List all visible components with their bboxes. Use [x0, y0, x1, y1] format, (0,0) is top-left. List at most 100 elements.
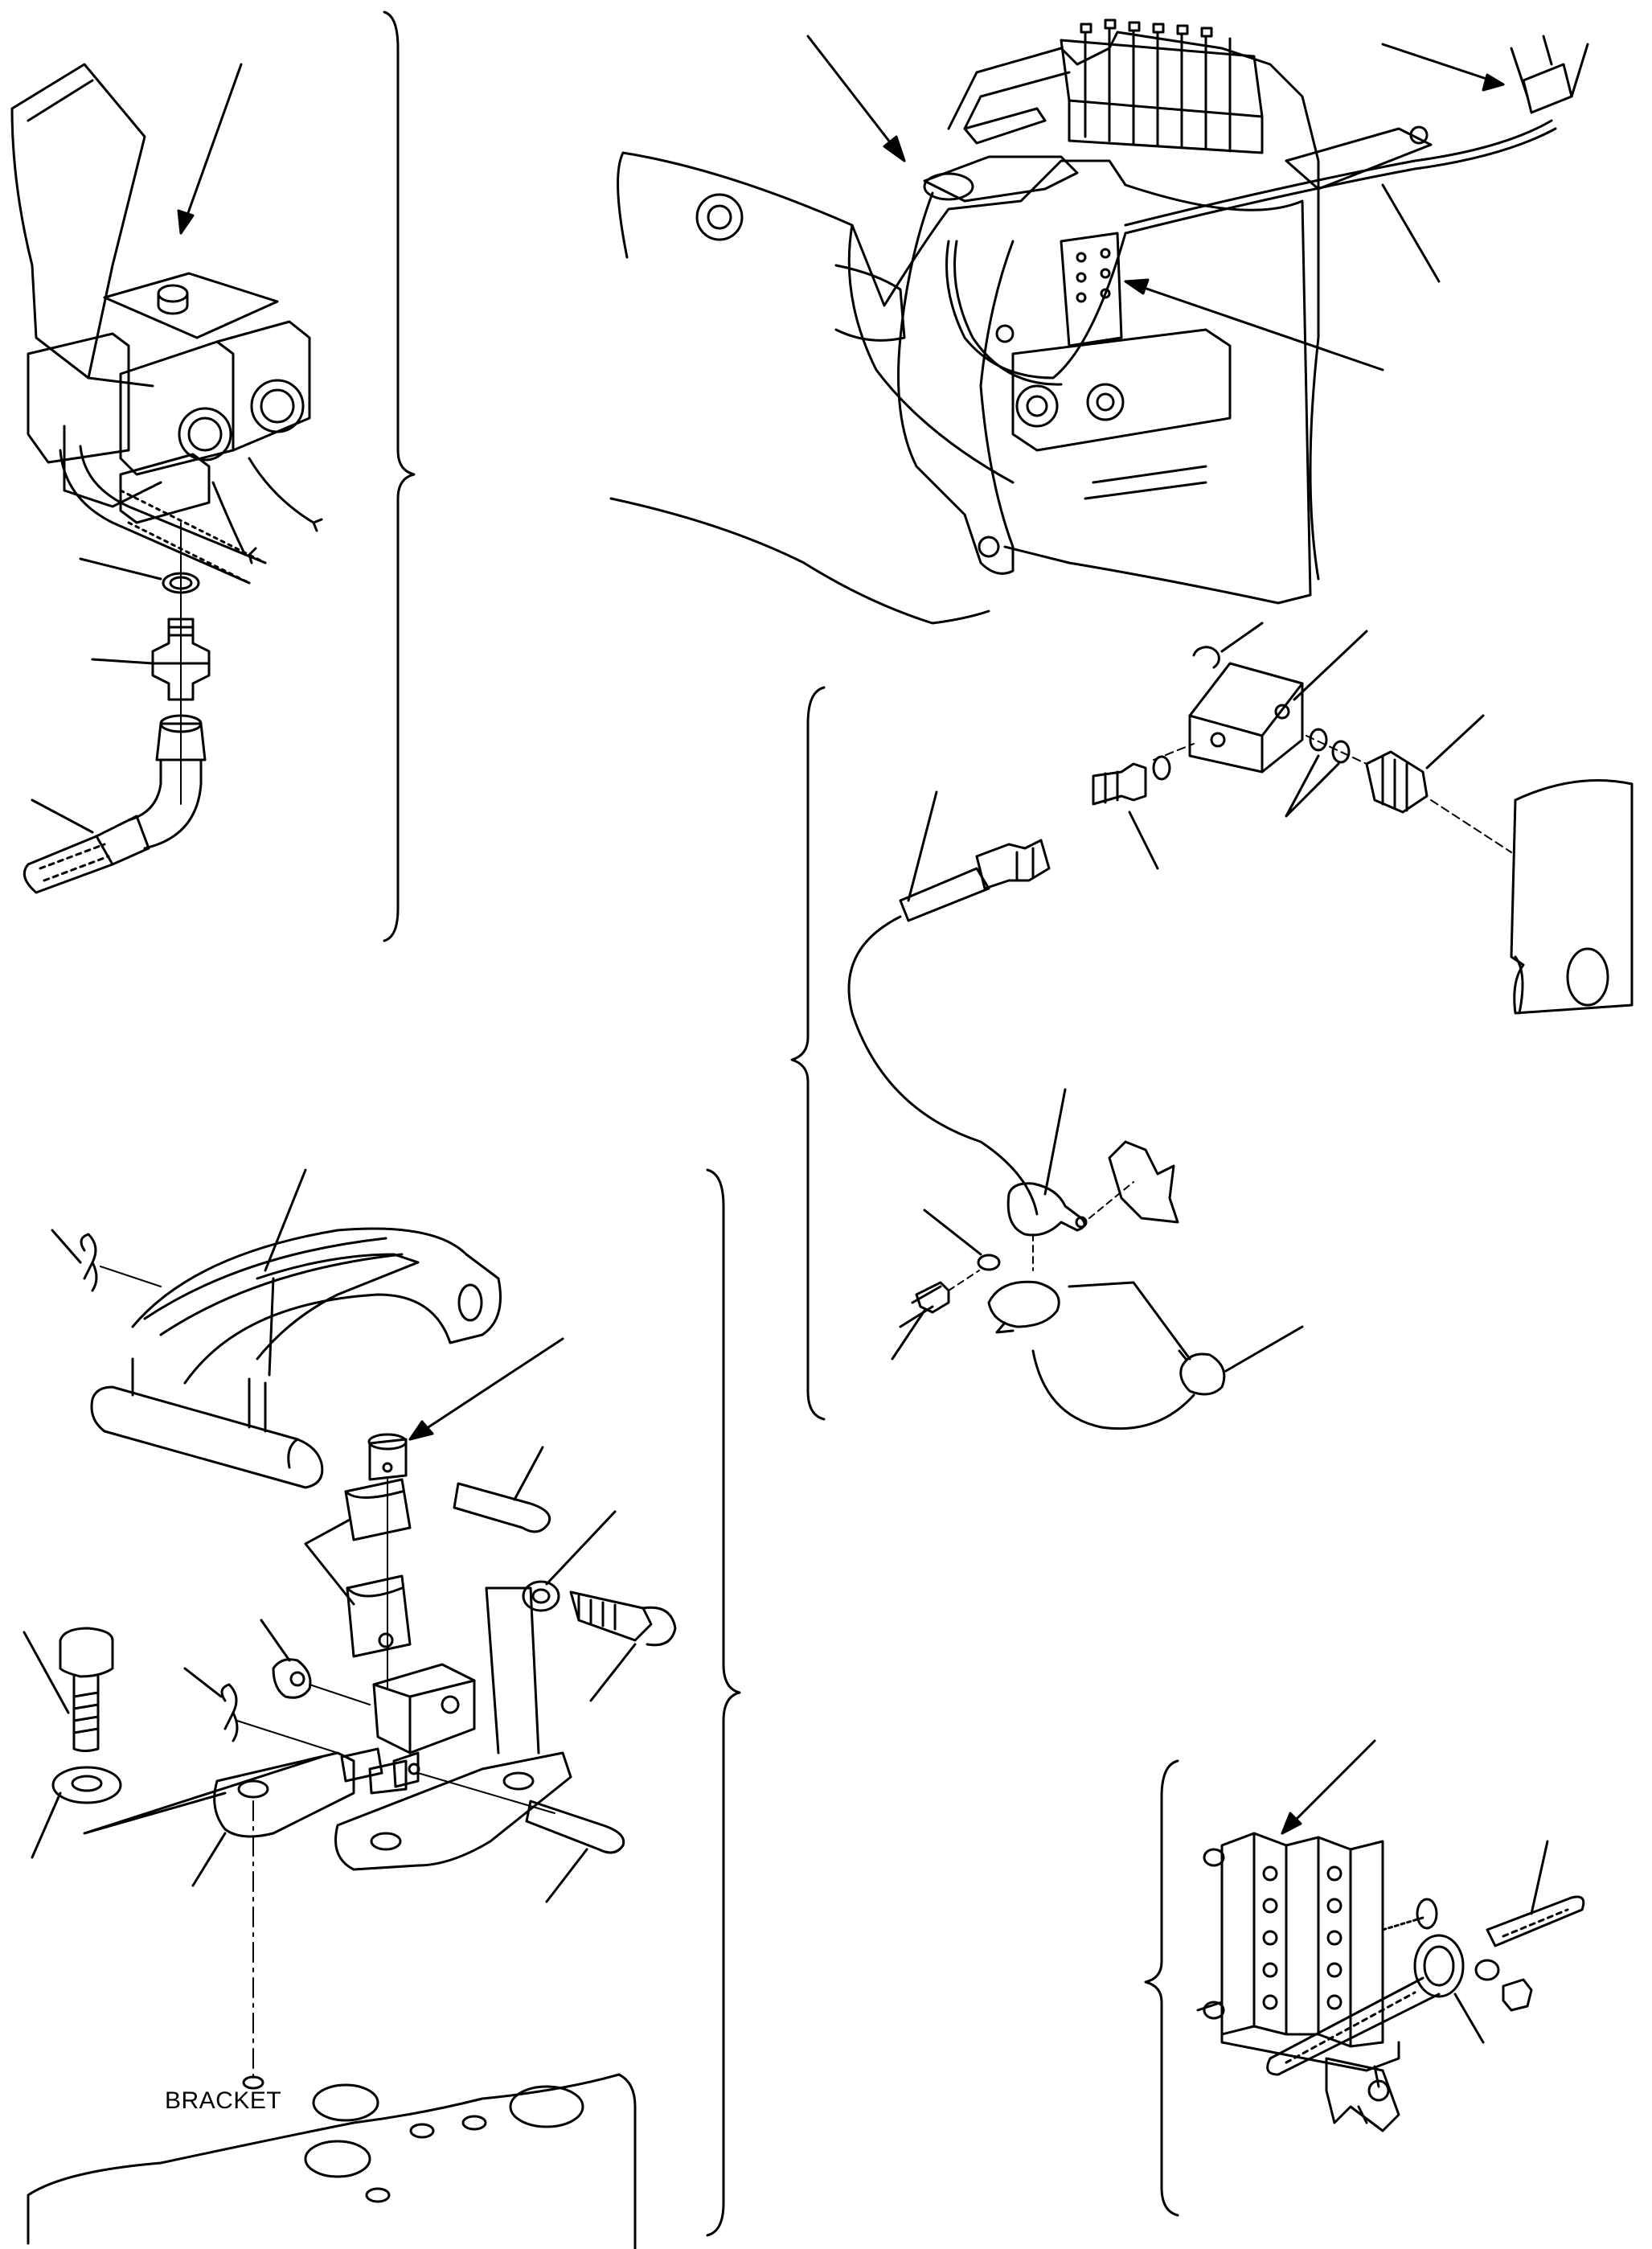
hose-pipe	[59, 445, 267, 585]
frame-outline	[621, 151, 1312, 605]
bolt-shank-left	[72, 1675, 100, 1752]
boom-lower	[609, 497, 990, 625]
mount-plate-fragment	[1108, 1140, 1179, 1224]
ring-terminal	[1413, 1934, 1465, 1998]
leader-block-holes	[485, 1586, 540, 1754]
stud-washer	[1416, 1898, 1438, 1930]
o-ring-right-2	[1331, 740, 1351, 764]
leader-cotter-pin-2	[183, 1667, 223, 1698]
terminal-block-assembly	[1196, 1739, 1585, 2132]
shaft-top	[344, 1478, 412, 1541]
elbow-nut	[155, 722, 207, 761]
leader-o-rings	[1285, 754, 1340, 818]
leader-wire-straight	[1530, 1840, 1549, 1915]
loader-frame-view	[609, 18, 1589, 625]
brace-bottom-right	[1144, 1759, 1179, 2217]
leader-arrow-terminal-strip	[1281, 1739, 1376, 1835]
mounting-block	[1188, 662, 1304, 774]
terminal-holes	[1262, 1865, 1343, 2010]
pedal-hinge	[90, 1385, 324, 1489]
valve-body-mid	[119, 340, 235, 476]
sensor-plug	[1365, 750, 1429, 814]
plate	[103, 272, 279, 339]
leader-arrow-pedal	[806, 35, 906, 162]
gusset-plate-right	[1285, 127, 1433, 191]
tower	[947, 31, 1320, 581]
cotter-pin	[80, 1233, 98, 1292]
leader-cable-ties	[1068, 1281, 1191, 1360]
o-ring	[162, 572, 200, 594]
clevis-block	[372, 1663, 476, 1754]
leader-sensor	[1425, 714, 1485, 770]
leader-arrow-connector	[1381, 43, 1505, 86]
leader-clevis-pin-lower	[545, 1848, 588, 1903]
leader-washer-left	[31, 1791, 62, 1859]
cable-loop	[1031, 1349, 1195, 1430]
lever-plate-left	[213, 1751, 355, 1838]
terminal-block-mount	[1060, 232, 1123, 347]
fitting-left	[1092, 762, 1147, 806]
washer-left	[51, 1766, 122, 1804]
leader-snap-ring	[1220, 622, 1264, 653]
washer	[977, 1254, 1001, 1271]
shaft-bottom	[346, 1574, 412, 1658]
sensor-wire	[847, 915, 1039, 1216]
mount-rail	[1196, 2001, 1400, 2072]
leader-connector	[907, 790, 938, 902]
control-valve-bank	[1060, 18, 1264, 154]
leader-cotter-pin	[51, 1229, 82, 1264]
brace-bottom-left	[706, 1168, 741, 2237]
pivot-pin	[695, 193, 744, 241]
brace-top-left	[383, 10, 416, 942]
leader-cable	[1381, 183, 1441, 283]
bolt-right	[569, 1590, 653, 1642]
leader-adapter	[91, 658, 154, 665]
leader-clamp	[1043, 1088, 1067, 1196]
o-ring-left	[1152, 755, 1171, 781]
brace-right-middle	[790, 686, 826, 1421]
o-ring-right-1	[1309, 728, 1328, 752]
cable-tie-1	[987, 1280, 1060, 1328]
gusset-plate-left	[963, 107, 1047, 145]
connector-sleeve	[899, 867, 990, 922]
wire-2	[248, 457, 323, 532]
cable-tie-2	[1179, 1352, 1226, 1396]
coil-knob-left	[178, 407, 232, 462]
elbow	[127, 758, 203, 850]
bracket-base	[27, 2073, 637, 2249]
linkage-arm	[897, 191, 1015, 575]
lock-washer	[1474, 1959, 1500, 1981]
leader-block	[1293, 630, 1368, 701]
plug-connector	[1522, 63, 1573, 114]
terminal-strip	[1220, 1832, 1256, 2036]
leader-o-ring	[79, 557, 162, 581]
washer-right	[522, 1580, 560, 1612]
leader-hose	[31, 798, 94, 834]
leader-arrow-clevis	[408, 1337, 564, 1441]
pedal-lever	[923, 155, 1079, 203]
leader-nut	[260, 1619, 291, 1662]
leader-lever-group	[83, 1755, 323, 1835]
group-braces	[383, 10, 1179, 2237]
lever-end	[1510, 779, 1634, 1015]
leader-bolt-right	[589, 1643, 637, 1702]
leader-shaft	[304, 1518, 355, 1606]
mounting-bracket	[10, 63, 146, 380]
lower-block	[119, 453, 211, 524]
solenoid-valve-assembly	[10, 63, 323, 894]
small-nut	[1502, 1978, 1533, 2012]
clevis-pin-lower	[525, 1800, 625, 1854]
leader-pedal	[264, 1168, 307, 1272]
adapter-fitting	[151, 618, 211, 701]
valve-body-right	[215, 320, 311, 452]
leader-arrow-valve	[179, 63, 243, 235]
leader-washer-right	[545, 1510, 617, 1586]
leader-fitting-left	[1128, 811, 1159, 870]
coil-knob-right	[250, 379, 305, 433]
leader-ring-terminal	[1453, 1992, 1485, 2044]
clevis-pin-right	[453, 1482, 551, 1533]
cotter-pin-2	[220, 1683, 239, 1742]
screw	[915, 1281, 950, 1314]
